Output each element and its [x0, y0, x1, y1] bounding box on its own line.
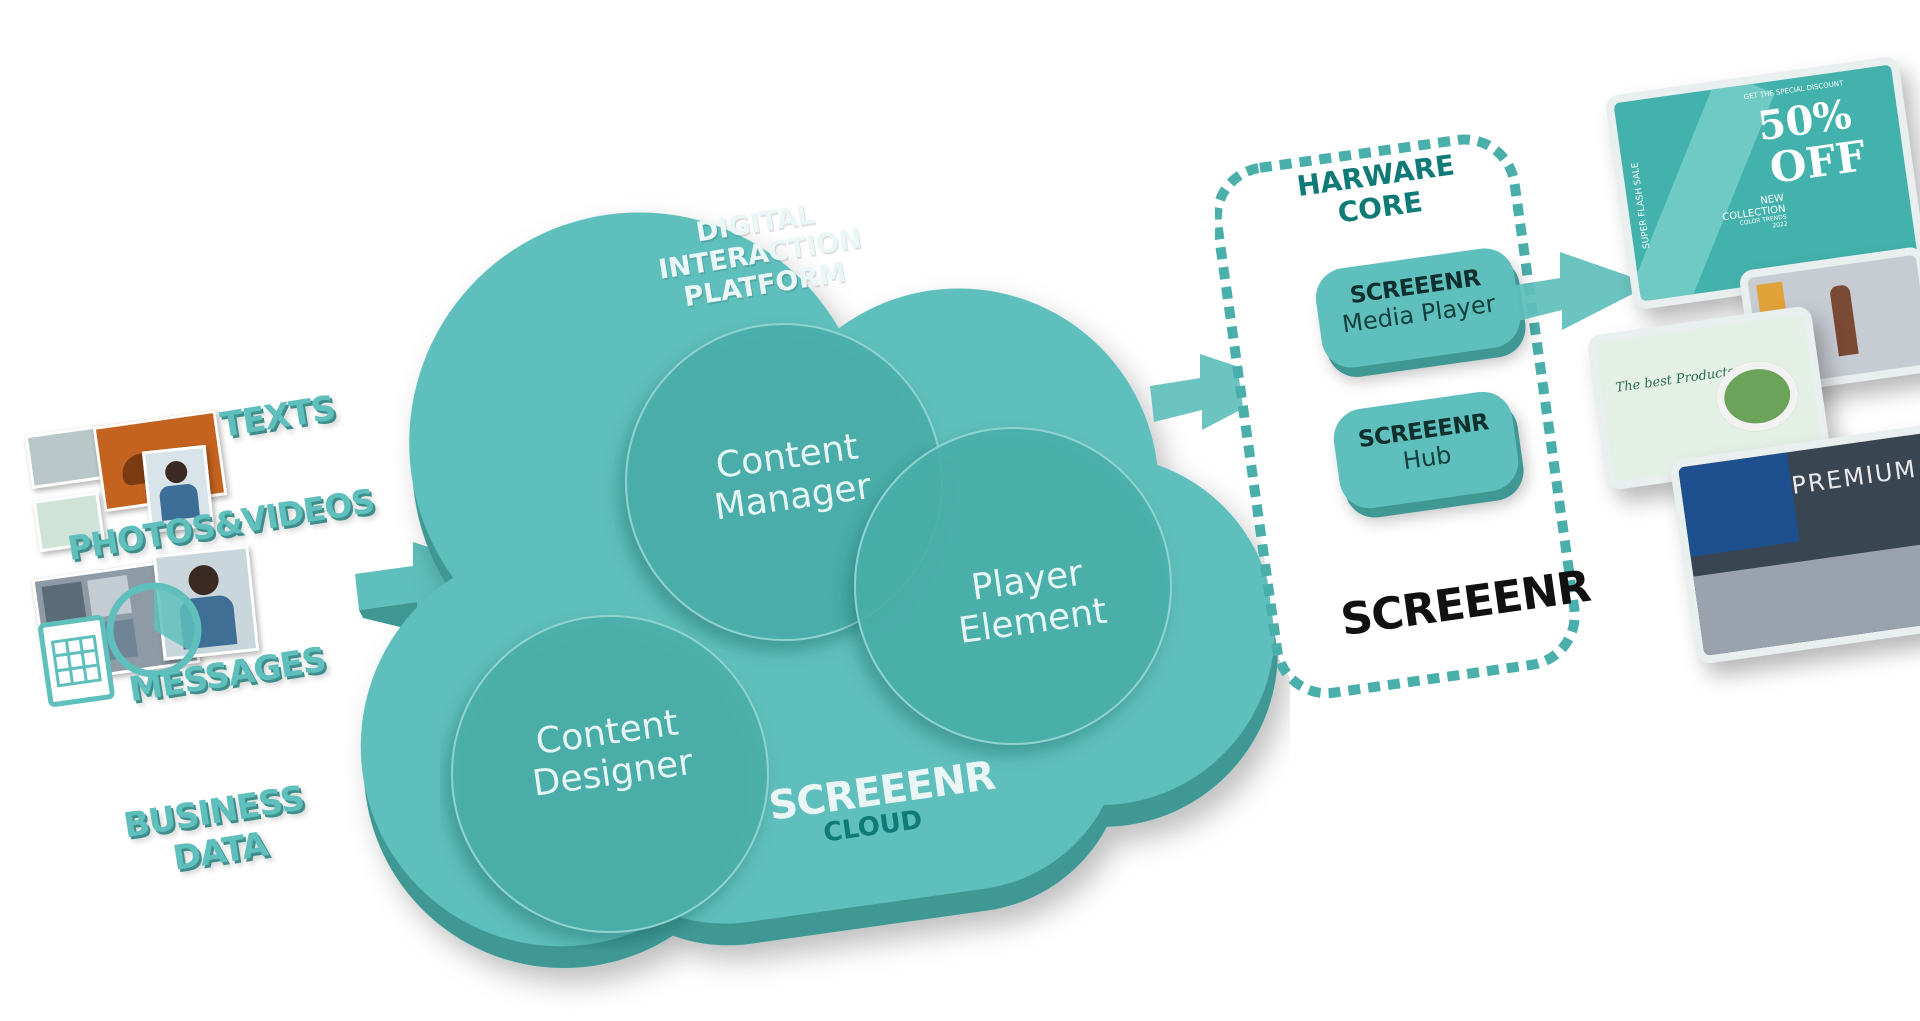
pie-chart-icon [106, 582, 202, 678]
arrow-to-screens [1510, 252, 1652, 330]
venn-circles [451, 323, 1172, 933]
shopping-person [1829, 284, 1859, 357]
mall-aquarium [1678, 452, 1800, 557]
mall-sign: PREMIUM ST [1789, 449, 1920, 500]
circle-content-designer [451, 615, 769, 933]
circle-player-element [854, 427, 1172, 745]
label-business-data: BUSINESS DATA [121, 778, 312, 883]
label-texts: TEXTS [217, 388, 338, 446]
mall-floor [1693, 539, 1920, 656]
sale-collection: NEW COLLECTION COLOR TRENDS 2022 [1720, 193, 1788, 237]
screen-mall: PREMIUM ST [1669, 421, 1920, 665]
sale-side-text: SUPER FLASH SALE [1630, 161, 1653, 250]
spreadsheet-icon [38, 615, 115, 707]
input-thumbnails [24, 400, 268, 730]
